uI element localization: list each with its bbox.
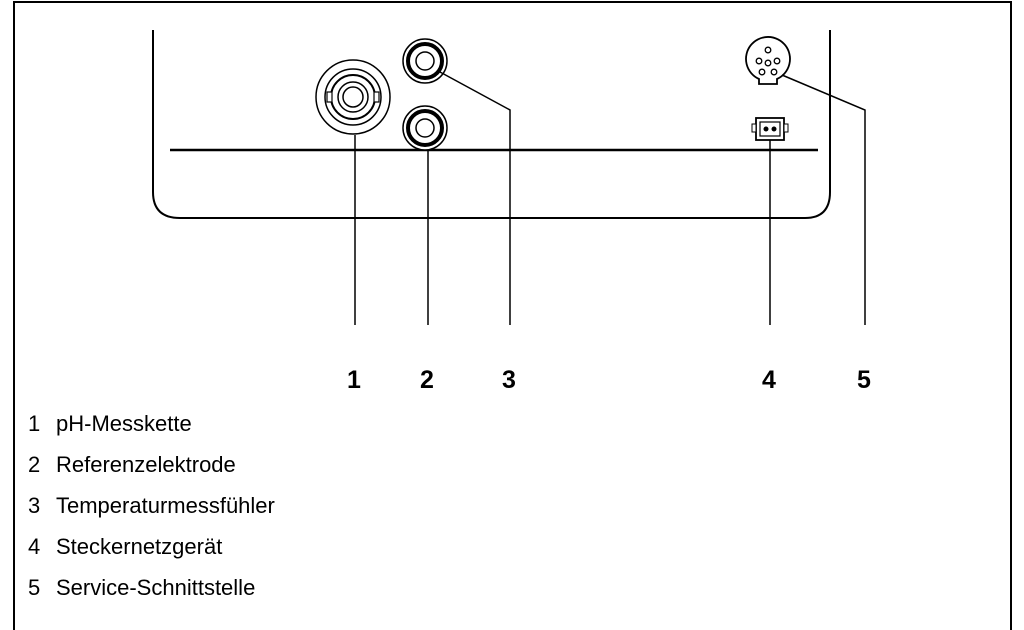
callout-1: 1	[347, 366, 361, 394]
legend-label: Referenzelektrode	[56, 452, 236, 477]
legend-number: 5	[28, 575, 41, 600]
legend-item: 1 pH-Messkette	[28, 411, 192, 437]
device-panel-outline	[152, 30, 831, 219]
bnc-socket-icon	[315, 59, 391, 135]
legend-number: 1	[28, 411, 41, 436]
legend-number: 2	[28, 452, 41, 477]
reference-jack-icon	[402, 105, 448, 151]
leader-line-5	[781, 74, 866, 325]
legend-label: Steckernetzgerät	[56, 534, 223, 559]
temperature-jack-icon	[402, 38, 448, 84]
page-border	[13, 1, 1012, 630]
callout-2: 2	[420, 366, 434, 394]
legend-item: 5 Service-Schnittstelle	[28, 575, 255, 601]
legend-item: 4 Steckernetzgerät	[28, 534, 222, 560]
leader-line-3	[439, 71, 511, 325]
callout-4: 4	[762, 366, 776, 394]
legend-item: 3 Temperaturmessfühler	[28, 493, 275, 519]
power-socket-icon	[751, 117, 789, 141]
legend-label: Service-Schnittstelle	[56, 575, 256, 600]
legend-number: 4	[28, 534, 41, 559]
leader-lines	[354, 71, 866, 325]
callout-3: 3	[502, 366, 516, 394]
legend-number: 3	[28, 493, 41, 518]
legend-label: pH-Messkette	[56, 411, 192, 436]
callout-5: 5	[857, 366, 871, 394]
legend-label: Temperaturmessfühler	[56, 493, 275, 518]
legend-item: 2 Referenzelektrode	[28, 452, 236, 478]
service-socket-icon	[745, 36, 791, 85]
